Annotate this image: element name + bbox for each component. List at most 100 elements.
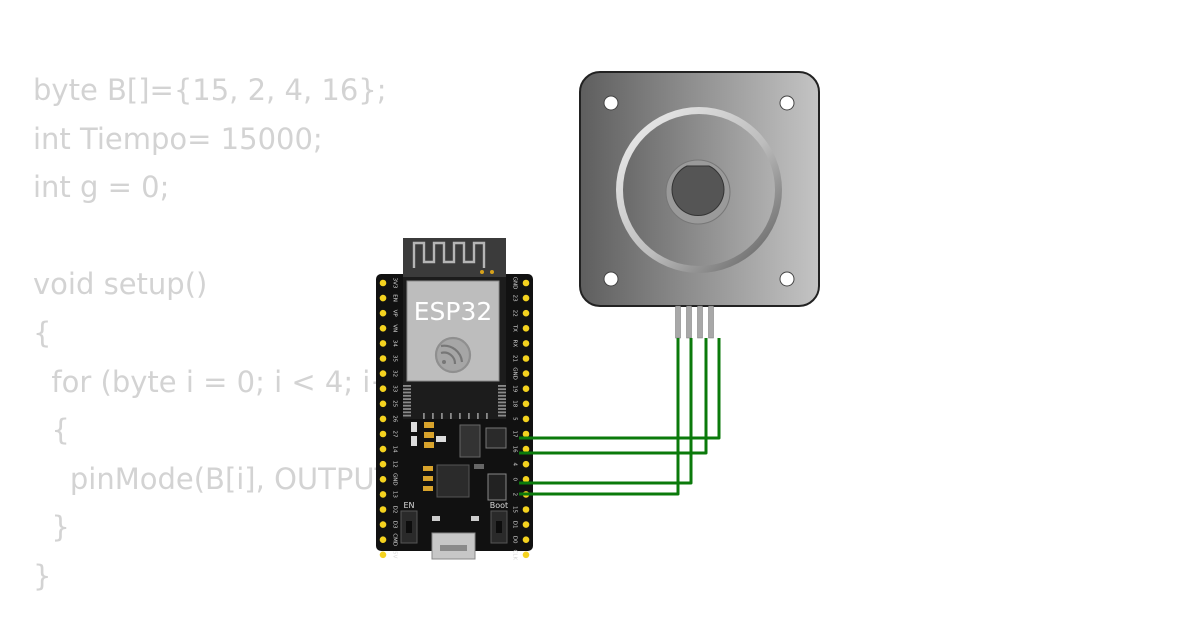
boot-label: Boot xyxy=(490,501,508,510)
pin-label: GND xyxy=(512,367,518,380)
pin-label: 15 xyxy=(512,506,518,513)
code-line: } xyxy=(33,510,70,545)
pin-label: VN xyxy=(392,324,398,332)
header-pin-right[interactable] xyxy=(522,309,530,317)
header-pin-left[interactable] xyxy=(379,370,387,377)
header-pin-left[interactable] xyxy=(379,309,387,317)
header-pin-right[interactable] xyxy=(522,370,530,377)
pin-label: 2 xyxy=(512,493,518,497)
header-pin-left[interactable] xyxy=(379,491,387,498)
pin-label: CLK xyxy=(512,550,518,561)
pin-label: 14 xyxy=(392,446,398,453)
header-pin-right[interactable] xyxy=(522,445,530,453)
header-pin-right[interactable] xyxy=(522,385,530,393)
header-pin-left[interactable] xyxy=(379,521,387,528)
pin-label: VP xyxy=(392,310,398,318)
header-pin-right[interactable] xyxy=(522,536,530,543)
header-pin-right[interactable] xyxy=(522,415,530,423)
pin-label: GND xyxy=(512,277,518,290)
pin-label: 26 xyxy=(392,415,398,422)
header-pin-left[interactable] xyxy=(379,325,387,332)
header-pin-left[interactable] xyxy=(379,460,387,468)
pin-label: 13 xyxy=(392,491,398,498)
header-pin-left[interactable] xyxy=(379,536,387,543)
header-pin-left[interactable] xyxy=(379,294,387,302)
header-pin-left[interactable] xyxy=(379,385,387,393)
header-pin-left[interactable] xyxy=(379,506,387,513)
motor-pins xyxy=(675,305,714,339)
header-pin-left[interactable] xyxy=(379,476,387,483)
header-pin-left[interactable] xyxy=(379,400,387,408)
pin-header-left[interactable]: 3V3ENVPVN343532332526271412GND13D2D3CMD5… xyxy=(379,278,398,559)
code-line: { xyxy=(33,315,52,350)
pin-label: 3V3 xyxy=(392,278,398,289)
header-pin-right[interactable] xyxy=(522,355,530,362)
mounting-hole xyxy=(603,95,619,111)
pin-label: 5 xyxy=(512,417,518,421)
pin-label: 27 xyxy=(392,431,398,438)
pin-label: 4 xyxy=(512,462,518,466)
esp32-board[interactable]: ESP32 xyxy=(376,238,533,560)
pin-label: D0 xyxy=(512,536,518,544)
pin-label: 16 xyxy=(512,446,518,453)
wires[interactable] xyxy=(519,338,721,496)
pin-label: GND xyxy=(392,473,398,486)
pin-label: 0 xyxy=(512,478,518,482)
pin-label: 22 xyxy=(512,310,518,317)
header-pin-left[interactable] xyxy=(379,551,387,559)
pin-label: 5V xyxy=(392,551,398,558)
pin-label: D3 xyxy=(392,521,398,529)
wire-gpio15[interactable] xyxy=(519,338,680,496)
header-pin-left[interactable] xyxy=(379,415,387,423)
pin-label: 23 xyxy=(512,295,518,302)
header-pin-right[interactable] xyxy=(522,460,530,468)
header-pin-right[interactable] xyxy=(522,294,530,302)
usb-uart-chip xyxy=(436,464,470,498)
pin-label: 12 xyxy=(392,461,398,468)
wire-gpio16[interactable] xyxy=(519,338,721,440)
pin-label: TX xyxy=(512,324,518,332)
header-pin-left[interactable] xyxy=(379,445,387,453)
header-pin-left[interactable] xyxy=(379,340,387,347)
stepper-motor[interactable] xyxy=(579,71,820,339)
pin-label: 18 xyxy=(512,400,518,407)
code-line: int g = 0; xyxy=(33,170,170,205)
pin-label: RX xyxy=(512,340,518,348)
code-line: void setup() xyxy=(33,267,208,302)
mounting-hole xyxy=(779,271,795,287)
mounting-hole xyxy=(603,271,619,287)
header-pin-left[interactable] xyxy=(379,430,387,438)
header-pin-right[interactable] xyxy=(522,400,530,408)
header-pin-right[interactable] xyxy=(522,521,530,528)
pin-label: 34 xyxy=(392,340,398,347)
boot-button[interactable] xyxy=(490,510,508,544)
antenna-trace xyxy=(412,241,486,268)
header-pin-right[interactable] xyxy=(522,506,530,513)
pin-label: 21 xyxy=(512,355,518,362)
code-line: int Tiempo= 15000; xyxy=(33,121,323,156)
header-pin-right[interactable] xyxy=(522,279,530,287)
board-components xyxy=(411,422,507,521)
en-button[interactable] xyxy=(400,510,418,544)
espressif-logo-icon xyxy=(434,336,472,374)
header-pin-right[interactable] xyxy=(522,340,530,347)
module-pads xyxy=(403,385,506,419)
en-label: EN xyxy=(403,501,414,510)
pin-label: CMD xyxy=(392,533,398,546)
wire-gpio4[interactable] xyxy=(519,338,708,455)
pin-label: 25 xyxy=(392,400,398,407)
pin-label: 17 xyxy=(512,431,518,438)
header-pin-left[interactable] xyxy=(379,355,387,362)
wire-gpio2[interactable] xyxy=(519,338,693,485)
header-pin-left[interactable] xyxy=(379,279,387,287)
header-pin-right[interactable] xyxy=(522,476,530,483)
header-pin-right[interactable] xyxy=(522,551,530,559)
motor-shaft xyxy=(671,165,725,217)
header-pin-right[interactable] xyxy=(522,430,530,438)
header-pin-right[interactable] xyxy=(522,325,530,332)
code-line: } xyxy=(33,558,52,593)
code-editor[interactable]: byte B[]={15, 2, 4, 16};int Tiempo= 1500… xyxy=(33,66,430,601)
module-label: ESP32 xyxy=(414,297,493,326)
